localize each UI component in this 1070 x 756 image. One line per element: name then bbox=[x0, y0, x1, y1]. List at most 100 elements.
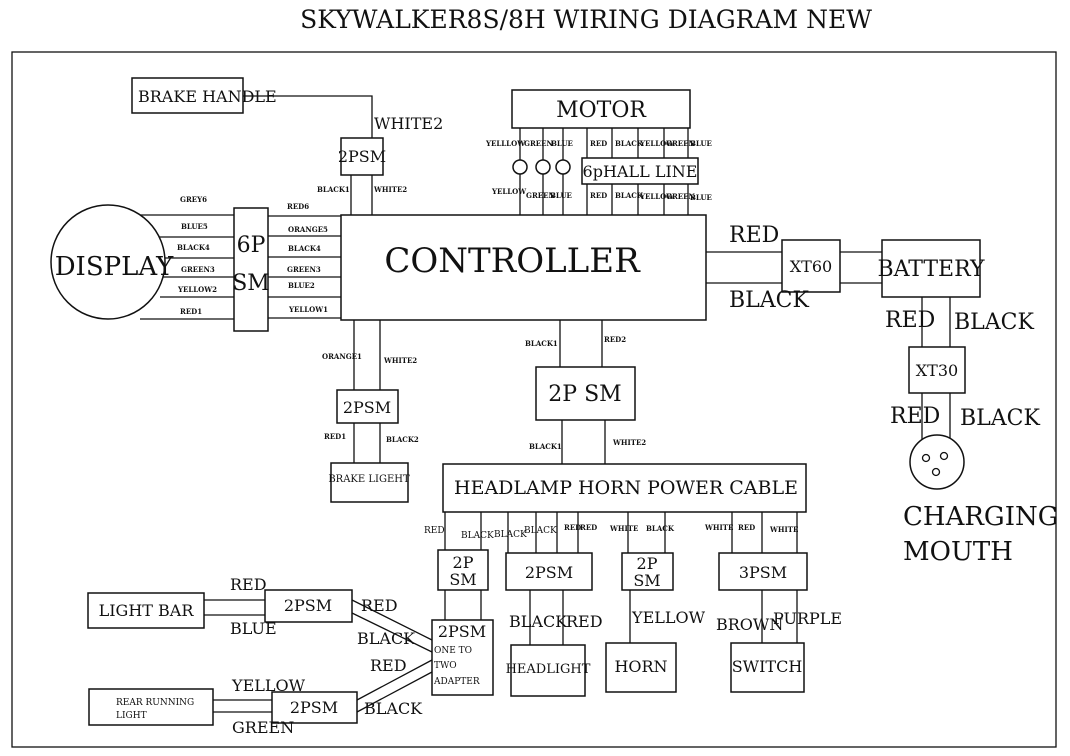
wire-label: BLUE5 bbox=[181, 222, 208, 231]
adapter-label: ADAPTER bbox=[433, 677, 480, 687]
connector-b: 2PSM bbox=[505, 552, 593, 591]
adapter-label: TWO bbox=[434, 661, 457, 671]
hall-line-label: 6pHALL LINE bbox=[583, 162, 698, 181]
motor: MOTOR bbox=[511, 89, 691, 129]
wire-label: RED2 bbox=[604, 335, 626, 344]
light-bar-label: LIGHT BAR bbox=[99, 601, 195, 620]
switch-label: SWITCH bbox=[732, 657, 803, 676]
wire-label: RED1 bbox=[180, 307, 202, 316]
xt60-label: XT60 bbox=[790, 257, 832, 276]
brake-light: BRAKE LIGEHT bbox=[328, 462, 410, 503]
headlight: HEADLIGHT bbox=[506, 644, 591, 697]
wire-label: YELLOW1 bbox=[288, 305, 328, 314]
hall-line: 6pHALL LINE bbox=[581, 157, 699, 185]
wire-label: BLACK bbox=[494, 530, 527, 540]
wire-label: YELLOW bbox=[231, 676, 306, 695]
wire-label: BLACK bbox=[461, 531, 494, 541]
wire-label: RED bbox=[580, 523, 597, 532]
controller: CONTROLLER bbox=[340, 214, 707, 321]
connector-label: 2PSM bbox=[338, 147, 386, 166]
wire-label: YELLOW bbox=[631, 608, 706, 627]
brake-handle: BRAKE HANDLE bbox=[131, 77, 277, 114]
wire-label: RED bbox=[890, 404, 940, 429]
wire-label: BLUE bbox=[690, 139, 712, 148]
wire-label: BLACK bbox=[615, 139, 644, 148]
wire-label: PURPLE bbox=[773, 609, 842, 628]
wire-label: BLACK bbox=[509, 612, 568, 631]
wire-label: BLACK bbox=[615, 191, 644, 200]
wire-label: BLACK bbox=[364, 699, 423, 718]
connector-label: 2PSM bbox=[290, 698, 338, 717]
wire-label: WHITE2 bbox=[374, 114, 443, 133]
motor-phase-terminal bbox=[535, 159, 551, 175]
wire-label: RED bbox=[590, 191, 607, 200]
connector-label: 3PSM bbox=[739, 563, 787, 582]
rear-light-label: LIGHT bbox=[116, 711, 147, 721]
wire-label: YELLOW bbox=[491, 187, 526, 196]
connector-label: 2PSM bbox=[525, 563, 573, 582]
wire-label: BROWN bbox=[716, 615, 783, 634]
wire-label: RED bbox=[230, 575, 267, 594]
connector-c: 2P SM bbox=[621, 552, 674, 591]
wire-label: GREEN bbox=[526, 191, 555, 200]
wire-label: BLUE bbox=[230, 619, 277, 638]
charging-mouth-label: CHARGING bbox=[903, 502, 1058, 532]
wire-label: YELLOW bbox=[639, 192, 674, 201]
wire-label: RED bbox=[361, 596, 398, 615]
one-to-two-adapter: 2PSM ONE TO TWO ADAPTER bbox=[431, 619, 494, 696]
display: DISPLAY bbox=[50, 204, 174, 320]
wire-label: RED bbox=[424, 526, 445, 536]
wire-label: BLACK bbox=[960, 406, 1040, 431]
display-label: DISPLAY bbox=[55, 252, 174, 282]
wire-label: RED1 bbox=[324, 432, 346, 441]
rear-running-light: REAR RUNNING LIGHT bbox=[88, 688, 214, 726]
connector-label: 2P SM bbox=[548, 382, 621, 407]
connector-label: 2P bbox=[637, 554, 658, 573]
wire-label: WHITE bbox=[704, 523, 733, 532]
wire-label: RED bbox=[566, 612, 603, 631]
wire-label: GREEN3 bbox=[181, 265, 215, 274]
wire-label: BLACK bbox=[954, 310, 1034, 335]
wire-label: ORANGE5 bbox=[288, 225, 328, 234]
wire-label: BLUE2 bbox=[288, 281, 315, 290]
display-connector: 6P SM bbox=[232, 207, 270, 332]
wire-label: GREEN bbox=[666, 192, 695, 201]
motor-label: MOTOR bbox=[556, 98, 647, 123]
wire-label: WHITE2 bbox=[383, 356, 417, 365]
wire-label: GREEN bbox=[666, 139, 695, 148]
headlamp-cable-label: HEADLAMP HORN POWER CABLE bbox=[454, 477, 798, 499]
wire-labels: WHITE2 BLACK1 WHITE2 YELLLOW GREEN BLUE … bbox=[177, 114, 1040, 737]
connector-label: SM bbox=[449, 570, 476, 589]
connector-a: 2P SM bbox=[437, 549, 489, 591]
wire-label: BLUE bbox=[550, 191, 572, 200]
wire-label: RED bbox=[729, 223, 779, 248]
wire-label: BLACK1 bbox=[525, 339, 558, 348]
switch: SWITCH bbox=[730, 642, 805, 693]
charging-port bbox=[909, 434, 965, 490]
connector-label: 2PSM bbox=[343, 398, 391, 417]
wire-label: BLACK2 bbox=[386, 435, 419, 444]
wire-label: GREEN bbox=[232, 718, 294, 737]
wire-label: RED bbox=[590, 139, 607, 148]
wire-label: BLACK4 bbox=[177, 243, 210, 252]
motor-phase-terminal bbox=[512, 159, 528, 175]
wire-label: YELLLOW bbox=[485, 139, 525, 148]
xt30-connector: XT30 bbox=[908, 346, 966, 394]
wire-label: WHITE bbox=[769, 525, 798, 534]
wire-label: BLACK bbox=[524, 526, 557, 536]
controller-label: CONTROLLER bbox=[384, 241, 641, 281]
wire-label: WHITE bbox=[609, 524, 638, 533]
adapter-label: 2PSM bbox=[438, 622, 486, 641]
connector-label: 2P bbox=[453, 553, 474, 572]
connector-label: SM bbox=[232, 271, 270, 296]
wire-label: BLACK bbox=[646, 524, 675, 533]
rear-light-connector: 2PSM bbox=[271, 691, 358, 724]
wire-label: YELLOW2 bbox=[177, 285, 217, 294]
connector-label: 6P bbox=[237, 233, 266, 258]
wire-label: BLACK4 bbox=[288, 244, 321, 253]
wire-label: WHITE2 bbox=[373, 185, 407, 194]
wire-label: RED bbox=[370, 656, 407, 675]
light-bar: LIGHT BAR bbox=[87, 592, 205, 629]
wire-label: WHITE2 bbox=[612, 438, 646, 447]
